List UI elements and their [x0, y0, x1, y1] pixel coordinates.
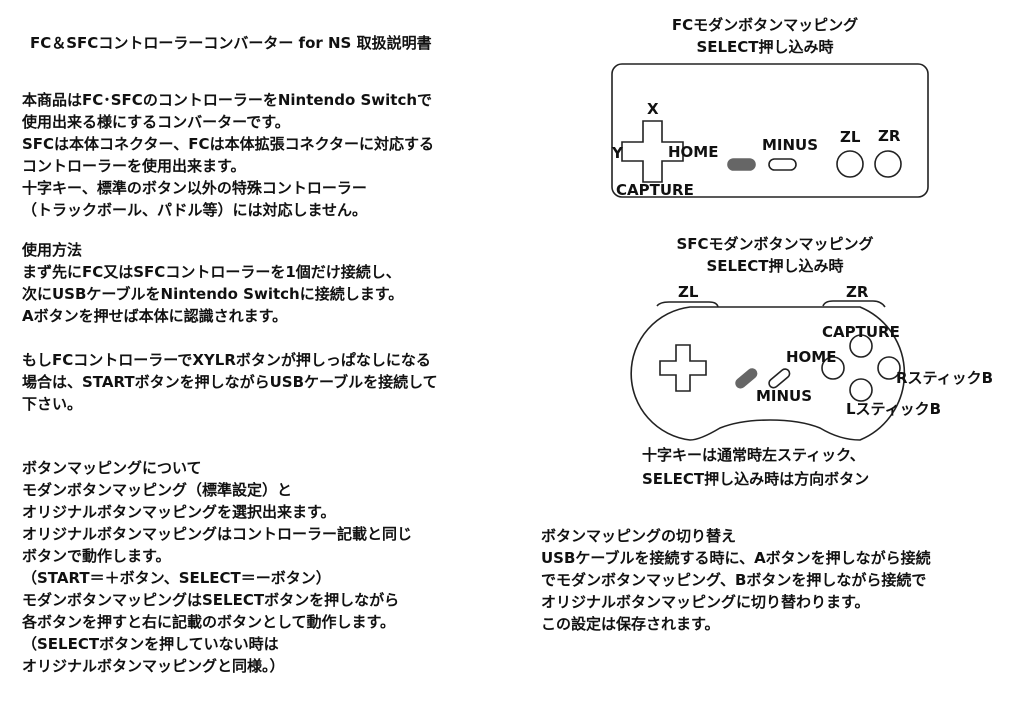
sfc-label-capture: CAPTURE — [822, 323, 900, 341]
text-line: SELECT押し込み時 — [706, 257, 844, 275]
sfc-x-button — [849, 334, 873, 358]
fc-select-button — [727, 158, 756, 171]
section-heading: ボタンマッピングの切り替え — [541, 527, 737, 545]
text-line: SELECT押し込み時 — [696, 38, 834, 56]
text-line: オリジナルボタンマッピングはコントローラー記載と同じ — [22, 525, 413, 543]
fc-label-zl: ZL — [840, 128, 861, 146]
fc-a-button — [874, 150, 902, 178]
section-heading: ボタンマッピングについて — [22, 459, 202, 477]
fc-b-button — [836, 150, 864, 178]
switching-section: ボタンマッピングの切り替え USBケーブルを接続する時に、Aボタンを押しながら接… — [541, 525, 931, 635]
fc-label-x: X — [647, 100, 659, 118]
text-line: 下さい。 — [22, 395, 83, 413]
section-heading: 使用方法 — [22, 241, 83, 259]
sfc-controller — [630, 300, 906, 441]
text-line: 十字キー、標準のボタン以外の特殊コントローラー — [22, 179, 367, 197]
text-line: まず先にFC又はSFCコントローラーを1個だけ接続し、 — [22, 263, 401, 281]
text-line: USBケーブルを接続する時に、Aボタンを押しながら接続 — [541, 549, 931, 567]
sfc-body — [630, 306, 906, 441]
fc-body — [611, 63, 929, 198]
text-line: SELECT押し込み時は方向ボタン — [642, 470, 870, 488]
sfc-label-home: HOME — [786, 348, 836, 366]
text-line: この設定は保存されます。 — [541, 615, 720, 633]
fc-controller — [611, 63, 929, 198]
sfc-label-lstick: LスティックB — [846, 400, 941, 418]
fc-label-y: Y — [611, 144, 624, 162]
intro-section: 本商品はFC･SFCのコントローラーをNintendo Switchで 使用出来… — [22, 89, 434, 221]
sfc-r-shoulder — [822, 300, 886, 308]
text-line: 十字キーは通常時左スティック、 — [642, 446, 865, 464]
text-line: モダンボタンマッピング（標準設定）と — [22, 481, 293, 499]
sfc-diagram-title: SFCモダンボタンマッピング SELECT押し込み時 — [625, 233, 925, 277]
fc-diagram-title: FCモダンボタンマッピング SELECT押し込み時 — [615, 14, 915, 58]
text-line: ボタンで動作します。 — [22, 547, 171, 565]
text-line: SFCは本体コネクター、FCは本体拡張コネクターに対応する — [22, 135, 434, 153]
sfc-dpad — [659, 344, 707, 392]
sfc-a-button — [877, 356, 901, 380]
sfc-caption: 十字キーは通常時左スティック、 SELECT押し込み時は方向ボタン — [642, 444, 869, 490]
fc-label-zr: ZR — [878, 127, 901, 145]
sfc-label-zr: ZR — [846, 283, 869, 301]
sfc-label-zl: ZL — [678, 283, 699, 301]
text-line: モダンボタンマッピングはSELECTボタンを押しながら — [22, 591, 400, 609]
sfc-start-button — [768, 368, 791, 389]
document-title: FC＆SFCコントローラーコンバーター for NS 取扱説明書 — [30, 34, 432, 52]
text-line: Aボタンを押せば本体に認識されます。 — [22, 307, 288, 325]
text-line: 使用出来る様にするコンバーターです。 — [22, 113, 290, 131]
usage-section: 使用方法 まず先にFC又はSFCコントローラーを1個だけ接続し、 次にUSBケー… — [22, 239, 403, 327]
text-line: コントローラーを使用出来ます。 — [22, 157, 246, 175]
mapping-section: ボタンマッピングについて モダンボタンマッピング（標準設定）と オリジナルボタン… — [22, 457, 412, 677]
text-line: オリジナルボタンマッピングに切り替わります。 — [541, 593, 870, 611]
fc-start-button — [768, 158, 797, 171]
sfc-y-button — [821, 356, 845, 380]
fc-label-minus: MINUS — [762, 136, 818, 154]
fc-dpad — [621, 120, 684, 183]
fc-label-home: HOME — [668, 143, 718, 161]
sfc-label-rstick: RスティックB — [896, 369, 993, 387]
sfc-label-minus: MINUS — [756, 387, 812, 405]
text-line: FCモダンボタンマッピング — [671, 16, 859, 34]
text-line: 場合は、STARTボタンを押しながらUSBケーブルを接続して — [22, 373, 438, 391]
text-line: （トラックボール、パドル等）には対応しません。 — [22, 201, 368, 219]
text-line: でモダンボタンマッピング、Bボタンを押しながら接続で — [541, 571, 927, 589]
text-line: 各ボタンを押すと右に記載のボタンとして動作します。 — [22, 613, 396, 631]
text-line: 本商品はFC･SFCのコントローラーをNintendo Switchで — [22, 91, 433, 109]
text-line: SFCモダンボタンマッピング — [676, 235, 874, 253]
text-line: オリジナルボタンマッピングと同様。） — [22, 657, 285, 675]
text-line: （START＝＋ボタン、SELECT＝ーボタン） — [22, 569, 331, 587]
sfc-select-button — [735, 368, 758, 389]
text-line: もしFCコントローラーでXYLRボタンが押しっぱなしになる — [22, 351, 431, 369]
text-line: オリジナルボタンマッピングを選択出来ます。 — [22, 503, 336, 521]
text-line: 次にUSBケーブルをNintendo Switchに接続します。 — [22, 285, 404, 303]
text-line: （SELECTボタンを押していない時は — [22, 635, 279, 653]
fc-label-capture: CAPTURE — [616, 181, 694, 199]
note-section: もしFCコントローラーでXYLRボタンが押しっぱなしになる 場合は、STARTボ… — [22, 349, 438, 415]
sfc-l-shoulder — [656, 301, 719, 308]
sfc-b-button — [849, 378, 873, 402]
